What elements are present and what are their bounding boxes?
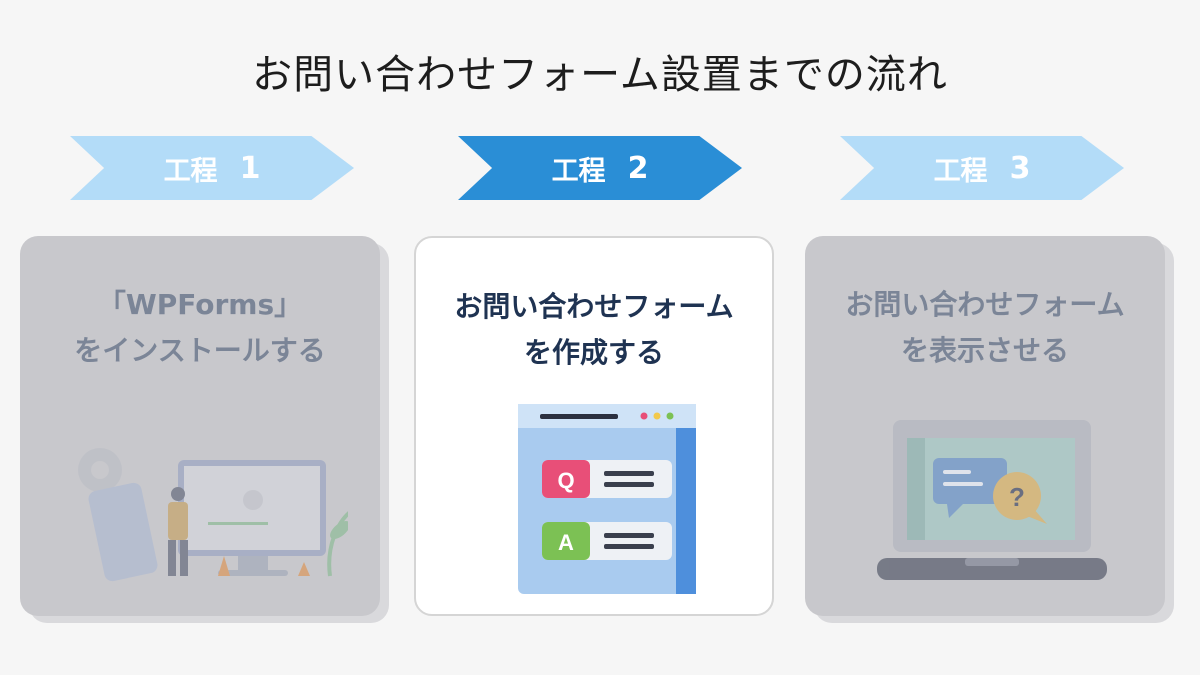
step-2-number: 2 (627, 150, 649, 186)
step-1-arrow: 工程 1 (70, 136, 354, 200)
installer-illustration-icon (78, 448, 348, 582)
step-2-label: 工程 (551, 155, 606, 187)
step-2-arrow: 工程 2 (458, 136, 742, 200)
step-1-label: 工程 (163, 155, 218, 187)
card-install-wpforms: 「WPForms」 をインストールする (20, 236, 380, 616)
a-letter: A (558, 530, 574, 555)
card-3-line2: を表示させる (900, 334, 1069, 367)
question-mark: ? (1009, 482, 1025, 512)
card-1-text: 「WPForms」 をインストールする (20, 282, 380, 374)
card-1-line1: 「WPForms」 (97, 288, 303, 321)
card-2-line2: を作成する (523, 336, 664, 369)
qa-form-icon: Q A (518, 404, 696, 594)
step-3-label: 工程 (933, 155, 988, 187)
card-display-form: お問い合わせフォーム を表示させる ? (805, 236, 1165, 616)
step-3-arrow: 工程 3 (840, 136, 1124, 200)
laptop-chat-illustration-icon: ? (877, 420, 1107, 580)
step-3-number: 3 (1009, 150, 1031, 186)
card-3-text: お問い合わせフォーム を表示させる (805, 282, 1165, 374)
card-2-line1: お問い合わせフォーム (454, 290, 734, 323)
page-title: お問い合わせフォーム設置までの流れ (252, 52, 948, 98)
card-2-text: お問い合わせフォーム を作成する (416, 284, 772, 376)
card-create-form: お問い合わせフォーム を作成する Q A (414, 236, 774, 616)
card-3-line1: お問い合わせフォーム (845, 288, 1125, 321)
step-1-number: 1 (239, 150, 261, 186)
q-letter: Q (557, 468, 574, 493)
card-1-line2: をインストールする (74, 334, 326, 367)
